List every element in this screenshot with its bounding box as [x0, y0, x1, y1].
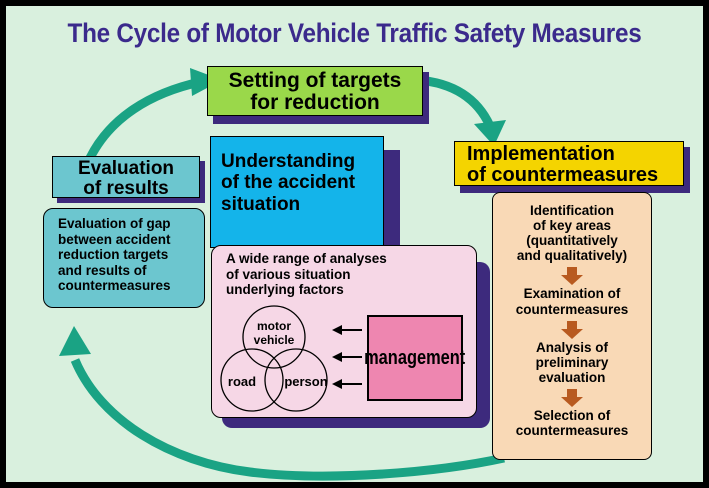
arrow-to-overlap	[332, 352, 362, 362]
management-box: management	[364, 315, 466, 401]
arrow-to-person	[332, 379, 362, 389]
ring-arrowhead-targets	[190, 68, 222, 96]
implementation-line1: Implementation	[467, 143, 615, 165]
diagram-title: The Cycle of Motor Vehicle Traffic Safet…	[67, 18, 642, 48]
evaluation-box: Evaluation of results	[52, 156, 200, 198]
evaluation-detail-panel: Evaluation of gap between accident reduc…	[43, 208, 205, 308]
vehicle-label-line2: vehicle	[254, 333, 295, 347]
circle-person	[264, 348, 328, 412]
step-selection: Selection of countermeasures	[515, 407, 629, 439]
implementation-steps-panel: Identification of key areas (quantitativ…	[492, 192, 652, 460]
factor-venn: motor vehicle road person	[220, 305, 362, 412]
step-arrow-2	[561, 320, 583, 339]
ring-arrowhead-evaluation	[59, 326, 91, 356]
understanding-line3: situation	[221, 193, 301, 215]
understanding-line1: Understanding	[221, 151, 356, 172]
ring-arrowhead-implementation	[474, 120, 506, 146]
management-label: management	[364, 346, 466, 369]
vehicle-label-line1: motor	[257, 319, 291, 333]
evaluation-line2: of results	[83, 177, 169, 199]
step-arrow-1	[561, 267, 583, 286]
step-identification: Identification of key areas (quantitativ…	[516, 203, 628, 264]
step-analysis: Analysis of preliminary evaluation	[535, 339, 609, 385]
targets-box: Setting of targets for reduction	[207, 66, 423, 116]
circle-vehicle	[242, 305, 306, 369]
analysis-caption: A wide range of analyses of various situ…	[226, 251, 387, 298]
step-examination: Examination of countermeasures	[515, 286, 629, 317]
evaluation-line1: Evaluation	[77, 158, 175, 179]
road-label: road	[228, 374, 256, 389]
step-arrow-3	[561, 388, 583, 407]
targets-line1: Setting of targets	[228, 69, 402, 92]
circle-road	[220, 348, 284, 412]
arrow-to-vehicle	[332, 325, 362, 335]
understanding-line2: of the accident	[221, 172, 356, 194]
understanding-box: Understanding of the accident situation	[210, 136, 384, 248]
ring-arc-bottom	[70, 358, 505, 481]
ring-arc-evaluation-to-targets	[85, 77, 201, 161]
implementation-box: Implementation of countermeasures	[454, 141, 684, 186]
targets-line2: for reduction	[250, 91, 380, 115]
implementation-line2: of countermeasures	[467, 164, 659, 186]
person-label: person	[284, 374, 327, 389]
